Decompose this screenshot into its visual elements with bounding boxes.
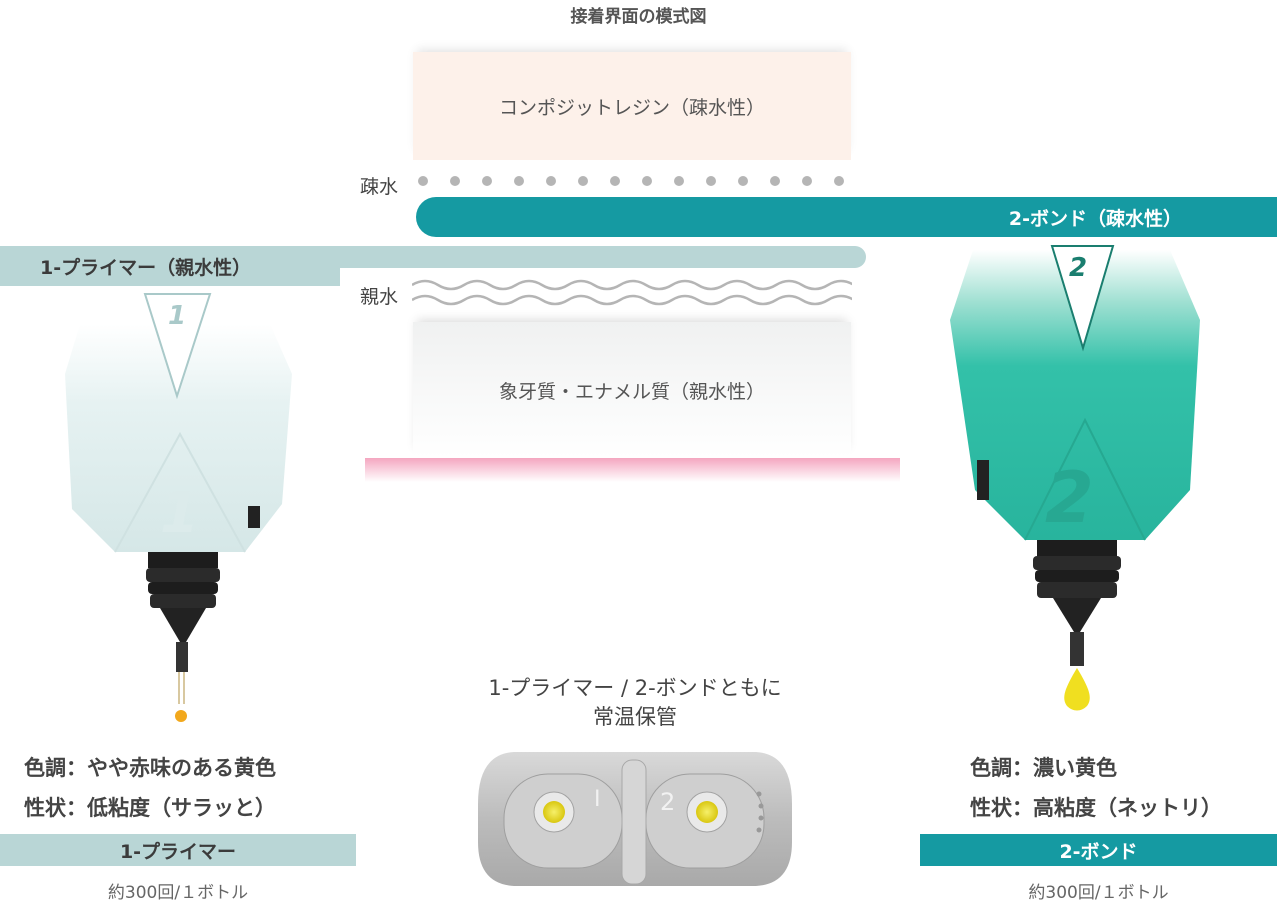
bond-layer-bar: 2-ボンド（疎水性） [416,197,1277,237]
hydrophilic-waves [412,279,852,306]
diagram-title: 接着界面の模式図 [570,7,707,27]
bond-name: 2-ボンド [1059,840,1138,863]
hydrophobic-dot [578,176,588,186]
primer-property-text: 性状：低粘度（サラッと） [24,796,276,820]
tray-label-1: I [594,787,601,812]
hydrophobic-dot [674,176,684,186]
svg-text:1: 1 [168,301,186,331]
hydrophobic-dot [450,176,460,186]
primer-bottle-image: 1 1 [65,293,292,722]
hydrophobic-dot [546,176,556,186]
hydrophobic-dot [770,176,780,186]
hydrophobic-dot [482,176,492,186]
primer-name: 1-プライマー [119,840,237,863]
composite-resin-layer: コンポジットレジン（疎水性） [413,52,851,160]
primer-name-bar: 1-プライマー [0,834,356,866]
svg-text:2: 2 [1069,253,1087,283]
dentin-enamel-label: 象牙質・エナメル質（親水性） [498,380,765,403]
svg-text:2: 2 [1045,457,1094,539]
hydrophobic-dot [802,176,812,186]
bond-layer-label: 2-ボンド（疎水性） [1008,207,1182,230]
hydrophobic-dot [418,176,428,186]
primer-layer-label: 1-プライマー（親水性） [40,257,252,279]
hydrophobic-dots [418,176,848,188]
bond-property-text: 性状：高粘度（ネットリ） [970,796,1222,820]
hydrophobic-dot [706,176,716,186]
composite-resin-label: コンポジットレジン（疎水性） [498,96,765,119]
tray-label-2: 2 [660,788,675,816]
hydrophilic-label: 親水 [360,286,399,308]
hydrophobic-dot [610,176,620,186]
hydrophobic-dot [642,176,652,186]
primer-count: 約300回/１ボトル [107,883,249,903]
storage-tray-image: I 2 [478,752,792,886]
bond-name-bar: 2-ボンド [920,834,1277,866]
bond-count: 約300回/１ボトル [1028,883,1169,903]
storage-caption-line1: 1-プライマー / 2-ボンドともに [488,676,782,700]
hydrophobic-dot [738,176,748,186]
primer-layer-bar: 1-プライマー（親水性） [0,246,866,286]
storage-caption-line2: 常温保管 [593,705,677,729]
svg-text:1: 1 [160,481,199,546]
bond-color-text: 色調：濃い黄色 [970,756,1117,780]
hydrophobic-dot [514,176,524,186]
hydrophobic-label: 疎水 [360,176,399,198]
primer-color-text: 色調：やや赤味のある黄色 [24,756,276,780]
dentin-enamel-layer: 象牙質・エナメル質（親水性） [413,322,851,458]
bond-bottle-image: 2 2 [950,245,1200,711]
hydrophobic-dot [834,176,844,186]
interface-line [365,458,900,482]
